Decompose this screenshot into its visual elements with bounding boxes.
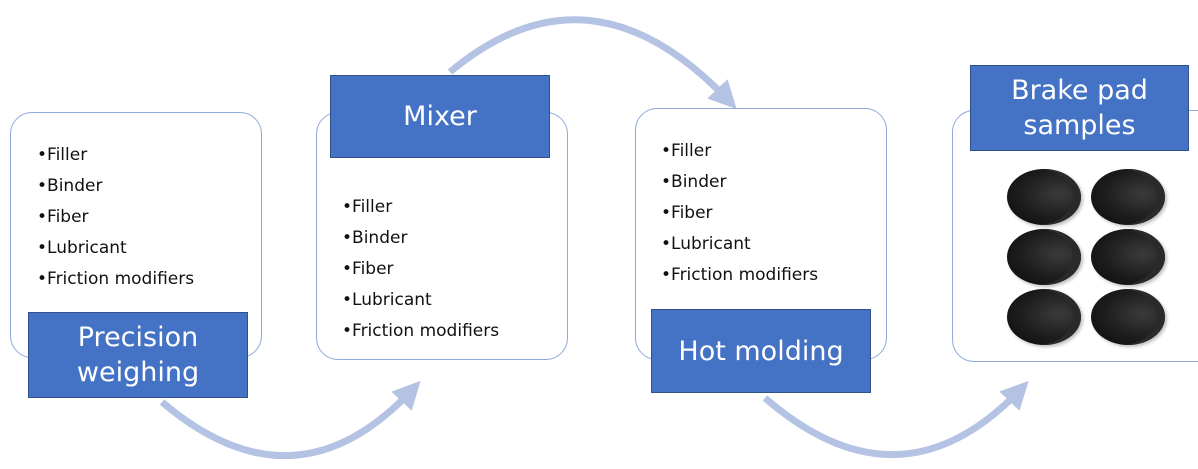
precision-weighing-label-text: Precision weighing [76,322,200,388]
ingredient-item: Friction modifiers [37,264,194,295]
brake-pad-sample [1007,169,1081,225]
mixer-label: Mixer [330,75,550,158]
ingredient-item: Lubricant [342,285,499,316]
ingredient-item: Filler [342,192,499,223]
arrow-molding-to-samples [762,380,1029,458]
ingredient-item: Filler [661,136,818,167]
ingredient-item: Lubricant [661,229,818,260]
brake-pad-sample [1091,169,1165,225]
brake-pad-sample [1007,229,1081,285]
ingredient-item: Friction modifiers [661,260,818,291]
ingredient-item: Binder [37,171,194,202]
ingredient-item: Friction modifiers [342,316,499,347]
ingredient-item: Fiber [37,202,194,233]
brake-pad-sample [1007,289,1081,345]
brake-pad-sample [1091,229,1165,285]
brake-pad-samples-label-text: Brake pad samples [1011,75,1148,141]
mixer-label-text: Mixer [403,101,477,132]
mixer-ingredient-list: Filler Binder Fiber Lubricant Friction m… [342,192,499,347]
brake-pad-samples-photo [1003,165,1170,350]
hot-molding-label-text: Hot molding [678,335,844,367]
precision-weighing-label: Precision weighing [28,312,248,398]
arrow-weighing-to-mixer [159,380,421,459]
ingredient-item: Binder [342,223,499,254]
ingredient-item: Fiber [342,254,499,285]
arrow-mixer-to-molding [447,16,737,110]
hot-molding-label: Hot molding [651,309,871,393]
ingredient-item: Lubricant [37,233,194,264]
brake-pad-samples-label: Brake pad samples [970,65,1189,151]
ingredient-item: Binder [661,167,818,198]
ingredient-item: Fiber [661,198,818,229]
brake-pad-sample [1091,289,1165,345]
precision-weighing-ingredient-list: Filler Binder Fiber Lubricant Friction m… [37,140,194,295]
hot-molding-ingredient-list: Filler Binder Fiber Lubricant Friction m… [661,136,818,291]
ingredient-item: Filler [37,140,194,171]
